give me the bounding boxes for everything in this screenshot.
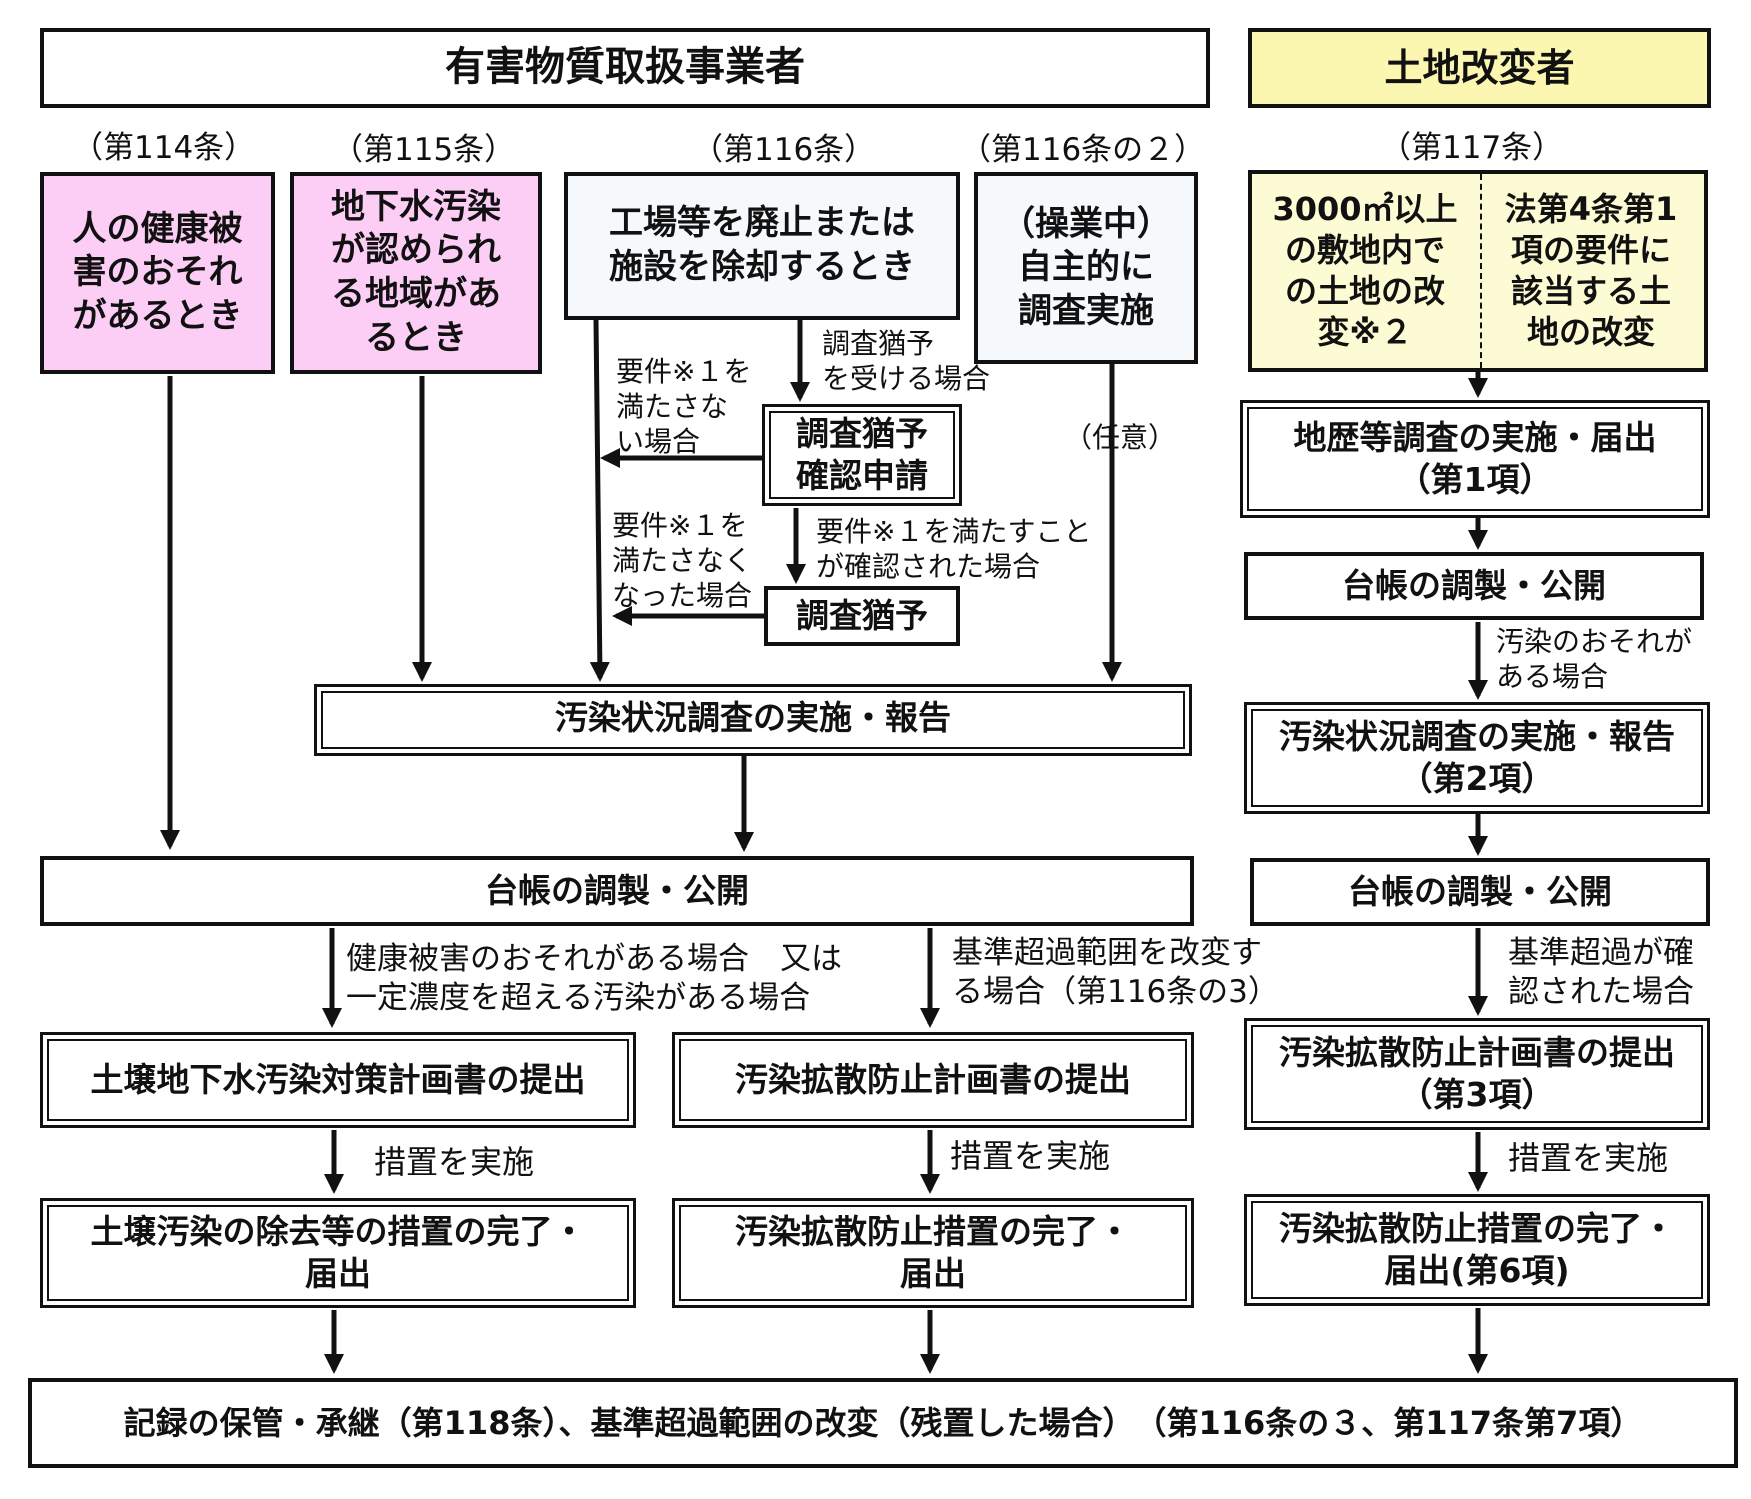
plan-spread-text: 汚染拡散防止計画書の提出 bbox=[735, 1059, 1131, 1099]
label-measures-2: 措置を実施 bbox=[950, 1137, 1111, 1175]
label-req-confirmed: 要件※１を満たすこと が確認された場合 bbox=[816, 515, 1092, 583]
operators-header: 有害物質取扱事業者 bbox=[40, 28, 1210, 108]
label-health-or-conc: 健康被害のおそれがある場合 又は 一定濃度を超える汚染がある場合 bbox=[346, 941, 842, 1016]
trigger-factory-closure: 工場等を廃止または 施設を除却するとき bbox=[564, 172, 960, 320]
trigger-health-text: 人の健康被 害のおそれ があるとき bbox=[72, 208, 243, 336]
label-measures-3: 措置を実施 bbox=[1508, 1139, 1669, 1177]
survey-report-right-box: 汚染状況調査の実施・報告 （第2項） bbox=[1244, 702, 1710, 814]
register-right-1-box: 台帳の調製・公開 bbox=[1244, 552, 1704, 620]
deferment-application-box: 調査猶予 確認申請 bbox=[762, 404, 962, 506]
register-left-text: 台帳の調製・公開 bbox=[485, 870, 749, 910]
label-req-no-longer: 要件※１を 満たさなく なった場合 bbox=[612, 509, 753, 612]
label-excess-confirmed: 基準超過が確 認された場合 bbox=[1508, 935, 1694, 1010]
dashed-divider bbox=[1480, 174, 1482, 368]
history-survey-box: 地歴等調査の実施・届出 （第1項） bbox=[1240, 400, 1710, 518]
label-change-excess: 基準超過範囲を改変す る場合（第116条の3） bbox=[952, 935, 1279, 1010]
label-req-not-met: 要件※１を 満たさな い場合 bbox=[616, 355, 752, 458]
trigger-land-3000-text: 3000㎡以上 の敷地内で の土地の改 変※２ bbox=[1272, 190, 1458, 351]
deferment-application-text: 調査猶予 確認申請 bbox=[796, 413, 928, 495]
register-right-2-box: 台帳の調製・公開 bbox=[1250, 858, 1710, 926]
final-record-text: 記録の保管・承継（第118条）、基準超過範囲の改変（残置した場合） （第116条… bbox=[123, 1403, 1643, 1442]
trigger-land-law4-text: 法第4条第1 項の要件に 該当する土 地の改変 bbox=[1504, 190, 1678, 351]
deferment-box: 調査猶予 bbox=[764, 586, 960, 646]
article-117: （第117条） bbox=[1380, 130, 1564, 166]
operators-header-text: 有害物質取扱事業者 bbox=[445, 44, 805, 91]
trigger-groundwater-text: 地下水汚染 が認められ る地域があ るとき bbox=[331, 186, 501, 358]
plan-soil-text: 土壌地下水汚染対策計画書の提出 bbox=[90, 1059, 586, 1099]
label-contam-risk: 汚染のおそれが ある場合 bbox=[1496, 625, 1693, 693]
register-right-1-text: 台帳の調製・公開 bbox=[1342, 565, 1606, 605]
arrow-closure-to-survey bbox=[589, 319, 610, 682]
label-measures-1: 措置を実施 bbox=[374, 1143, 535, 1181]
done-spread-right-box: 汚染拡散防止措置の完了・ 届出(第6項) bbox=[1244, 1194, 1710, 1306]
plan-spread-right-text: 汚染拡散防止計画書の提出 （第3項） bbox=[1279, 1032, 1675, 1114]
survey-report-right-text: 汚染状況調査の実施・報告 （第2項） bbox=[1279, 716, 1675, 798]
article-116-2: （第116条の２） bbox=[960, 132, 1206, 168]
land-changer-header: 土地改変者 bbox=[1248, 28, 1711, 108]
done-spread-text: 汚染拡散防止措置の完了・ 届出 bbox=[735, 1211, 1131, 1293]
trigger-closure-text: 工場等を廃止または 施設を除却するとき bbox=[609, 203, 915, 287]
done-soil-text: 土壌汚染の除去等の措置の完了・ 届出 bbox=[90, 1211, 586, 1293]
label-defer-receive: 調査猶予 を受ける場合 bbox=[822, 327, 991, 395]
article-116: （第116条） bbox=[692, 132, 876, 168]
trigger-land-change: 3000㎡以上 の敷地内で の土地の改 変※２ 法第4条第1 項の要件に 該当す… bbox=[1248, 170, 1708, 372]
label-optional: （任意） bbox=[1064, 421, 1177, 454]
trigger-groundwater: 地下水汚染 が認められ る地域があ るとき bbox=[290, 172, 542, 374]
survey-report-text: 汚染状況調査の実施・報告 bbox=[555, 698, 951, 737]
trigger-health-damage: 人の健康被 害のおそれ があるとき bbox=[40, 172, 275, 374]
deferment-text: 調査猶予 bbox=[796, 595, 928, 635]
register-right-2-text: 台帳の調製・公開 bbox=[1348, 871, 1612, 911]
trigger-voluntary: （操業中） 自主的に 調査実施 bbox=[974, 172, 1198, 364]
final-record-box: 記録の保管・承継（第118条）、基準超過範囲の改変（残置した場合） （第116条… bbox=[28, 1378, 1738, 1468]
land-changer-header-text: 土地改変者 bbox=[1384, 45, 1575, 90]
article-114: （第114条） bbox=[72, 130, 256, 166]
done-spread-box: 汚染拡散防止措置の完了・ 届出 bbox=[672, 1198, 1194, 1308]
history-survey-text: 地歴等調査の実施・届出 （第1項） bbox=[1293, 417, 1657, 499]
plan-soil-box: 土壌地下水汚染対策計画書の提出 bbox=[40, 1032, 636, 1128]
plan-spread-box: 汚染拡散防止計画書の提出 bbox=[672, 1032, 1194, 1128]
trigger-voluntary-text: （操業中） 自主的に 調査実施 bbox=[1001, 203, 1171, 331]
done-soil-box: 土壌汚染の除去等の措置の完了・ 届出 bbox=[40, 1198, 636, 1308]
plan-spread-right-box: 汚染拡散防止計画書の提出 （第3項） bbox=[1244, 1018, 1710, 1130]
done-spread-right-text: 汚染拡散防止措置の完了・ 届出(第6項) bbox=[1279, 1208, 1675, 1290]
article-115: （第115条） bbox=[332, 132, 516, 168]
survey-report-box: 汚染状況調査の実施・報告 bbox=[314, 684, 1192, 756]
register-left-box: 台帳の調製・公開 bbox=[40, 856, 1194, 926]
